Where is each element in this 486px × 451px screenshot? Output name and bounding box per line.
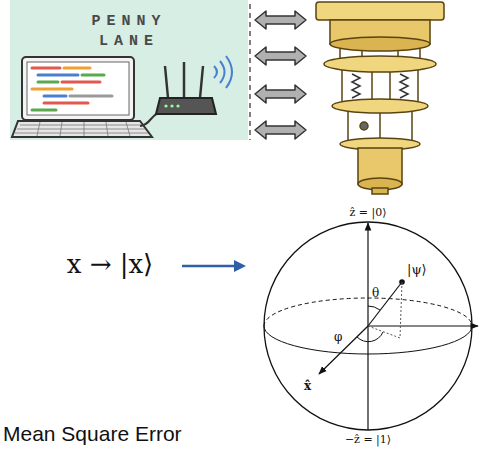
illustration-part — [15, 133, 148, 134]
illustration-part — [176, 104, 179, 107]
illustration-part — [220, 61, 225, 83]
illustration-part — [234, 260, 246, 272]
illustration-part — [255, 121, 306, 139]
illustration-part — [165, 66, 168, 98]
axis-label: ẑ = |0⟩ — [349, 206, 386, 219]
illustration-part — [332, 99, 428, 113]
illustration-part — [182, 265, 236, 268]
illustration-part — [64, 67, 90, 70]
illustration-part — [126, 122, 130, 136]
section-heading: Mean Square Error — [3, 422, 182, 446]
illustration-part — [106, 122, 108, 136]
illustration-part — [411, 112, 413, 142]
illustration-part — [352, 74, 360, 98]
separator-line — [249, 4, 251, 140]
illustration-part — [319, 326, 368, 374]
axis-label: x̂ — [304, 379, 311, 393]
illustration-part — [60, 122, 62, 136]
angle-label: φ — [334, 330, 342, 344]
illustration-part — [400, 282, 402, 338]
illustration-part — [255, 85, 306, 103]
illustration-part — [32, 68, 112, 110]
illustration-part — [156, 98, 216, 114]
axis-label: −ẑ = |1⟩ — [345, 433, 391, 446]
illustration-part — [316, 2, 444, 20]
illustration-part — [367, 223, 368, 326]
illustration-part — [17, 129, 145, 130]
illustration-part — [417, 70, 419, 104]
illustration-part — [368, 325, 478, 326]
router-icon — [156, 56, 232, 114]
illustration-part — [37, 122, 40, 136]
illustration-part — [255, 11, 306, 29]
illustration-part — [27, 62, 129, 115]
illustration-part — [44, 95, 66, 98]
illustration-part — [32, 88, 72, 91]
illustration-part — [226, 56, 232, 88]
illustration-part — [368, 306, 380, 310]
bloch-sphere — [264, 222, 478, 430]
angle-label: θ — [372, 286, 379, 300]
illustration-part — [170, 104, 173, 107]
mapping-arrow — [182, 260, 246, 272]
illustration-part — [347, 112, 349, 142]
illustration-part — [357, 332, 383, 342]
illustration-part — [164, 104, 167, 107]
illustration-part — [324, 56, 436, 72]
illustration-part — [400, 74, 408, 98]
illustration-part — [82, 74, 104, 77]
illustration-part — [20, 125, 142, 126]
logo-text: PENNY LANE — [60, 0, 198, 52]
illustration-part — [32, 109, 56, 112]
illustration-part — [38, 81, 58, 84]
illustration-part — [70, 95, 112, 98]
illustration-part — [44, 102, 88, 105]
illustration-part — [62, 81, 100, 84]
illustration-part — [368, 282, 402, 326]
illustration-part — [330, 37, 430, 51]
illustration-part — [183, 62, 186, 98]
double-arrows — [255, 11, 306, 139]
state-label: |ψ⟩ — [407, 262, 427, 277]
illustration-part — [360, 122, 368, 130]
encoding-formula: x → |x⟩ — [67, 249, 154, 279]
illustration-part — [22, 57, 134, 120]
illustration-part — [12, 121, 152, 137]
illustration-part — [368, 326, 400, 338]
illustration-part — [32, 67, 60, 70]
illustration-part — [200, 66, 203, 98]
quantum-computer — [316, 2, 444, 194]
illustration-part — [15, 122, 148, 136]
illustration-part — [341, 70, 343, 104]
illustration-part — [214, 66, 217, 78]
laptop-icon — [12, 57, 152, 137]
illustration-part — [84, 122, 85, 136]
illustration-part — [372, 188, 388, 194]
illustration-part — [38, 74, 78, 77]
illustration-part — [255, 47, 306, 65]
